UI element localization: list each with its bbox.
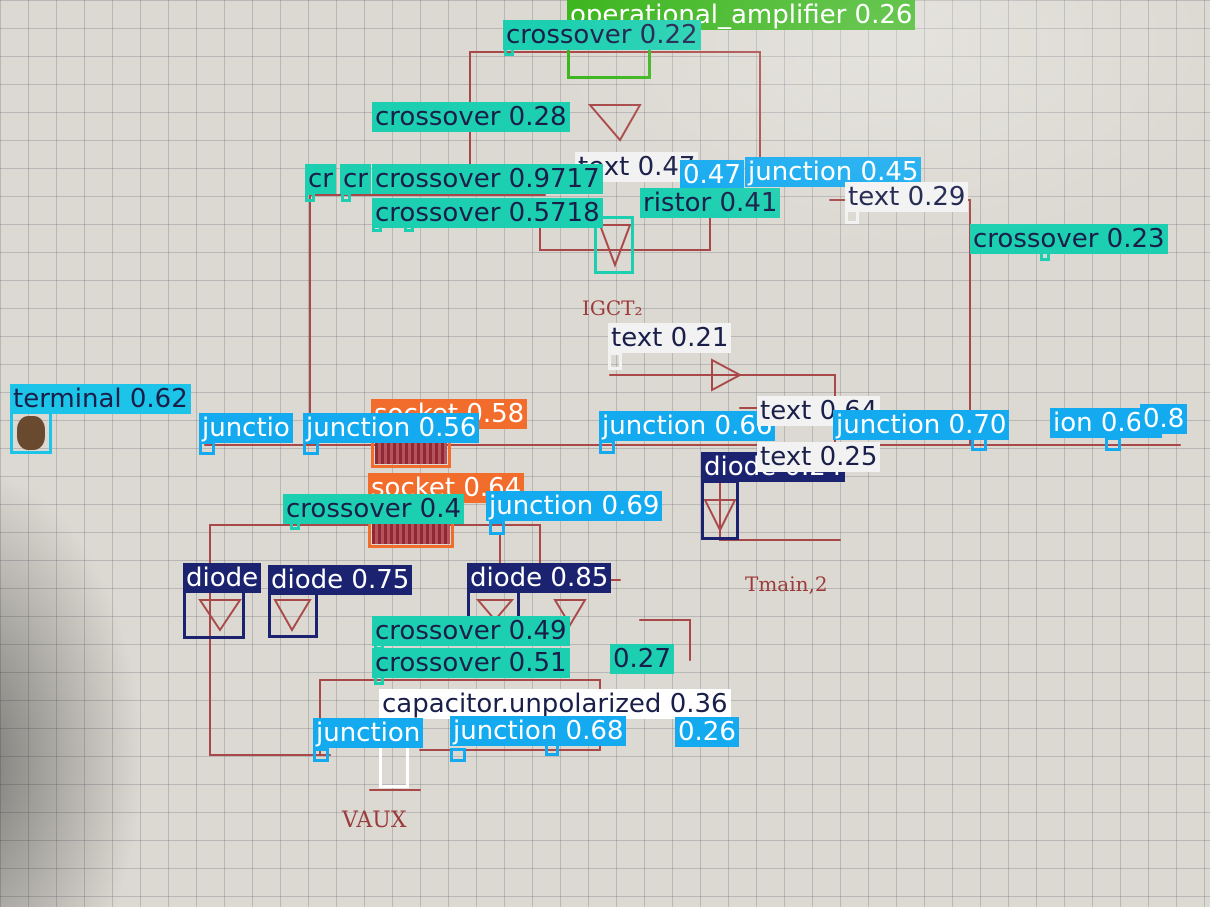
label-junction: junction	[313, 718, 424, 748]
detection-box-diode	[268, 592, 318, 638]
detection-box-diode	[183, 589, 245, 639]
label-crossover: crossover 0.51	[372, 648, 570, 678]
label-crossover: cr	[340, 164, 371, 194]
label-junction: junction 0.56	[303, 413, 480, 443]
detection-box-junction	[489, 521, 505, 535]
tmain-handwritten-label: Tmain,2	[745, 572, 828, 596]
label-junction: junction 0.69	[486, 491, 663, 521]
label-terminal: terminal 0.62	[10, 384, 191, 414]
label-diode: diode 0.75	[268, 565, 413, 595]
label-junction: junctio	[199, 413, 293, 443]
label-crossover: crossover 0.23	[970, 224, 1168, 254]
label-junction: junction 0.70	[833, 410, 1010, 440]
detection-box-diode	[701, 480, 739, 540]
label-crossover: crossover 0.9717	[372, 164, 603, 194]
detection-box-junction	[303, 441, 319, 455]
label-junction: junction 0.68	[450, 716, 627, 746]
label-diode: diode	[183, 563, 262, 593]
label-junction: 0.47	[680, 160, 744, 190]
label-text: text 0.21	[608, 323, 732, 353]
label-crossover: cr	[305, 164, 336, 194]
label-crossover: crossover 0.49	[372, 616, 570, 646]
label-crossover: crossover 0.5718	[372, 198, 603, 228]
label-thyristor: ristor 0.41	[640, 188, 781, 218]
detection-box-capacitor	[379, 742, 409, 788]
label-text: text 0.25	[757, 442, 881, 472]
detection-box-text	[608, 352, 622, 370]
label-crossover: 0.27	[610, 644, 674, 674]
detection-box-junction	[450, 748, 466, 762]
label-junction: junction 0.45	[745, 157, 922, 187]
terminal-drawing	[17, 416, 45, 450]
detection-box-crossover	[594, 216, 634, 274]
label-crossover: crossover 0.22	[503, 20, 701, 50]
label-text: text 0.29	[845, 182, 969, 212]
label-crossover: crossover 0.28	[372, 102, 570, 132]
detection-box-junction	[599, 440, 615, 454]
label-junction: junction 0.66	[599, 411, 776, 441]
label-crossover: crossover 0.4	[283, 494, 465, 524]
detection-box-junction	[1105, 437, 1121, 451]
label-junction: 0.8	[1140, 404, 1188, 434]
igct-handwritten-label: IGCT₂	[582, 296, 643, 320]
detection-box-junction	[313, 748, 329, 762]
label-capacitor: capacitor.unpolarized 0.36	[379, 689, 731, 719]
detection-box-terminal	[10, 410, 52, 454]
socket-drawing	[375, 440, 447, 464]
label-diode: diode 0.85	[467, 563, 612, 593]
detection-box-junction	[199, 441, 215, 455]
vaux-handwritten-label: VAUX	[342, 808, 407, 833]
label-junction: 0.26	[675, 717, 739, 747]
